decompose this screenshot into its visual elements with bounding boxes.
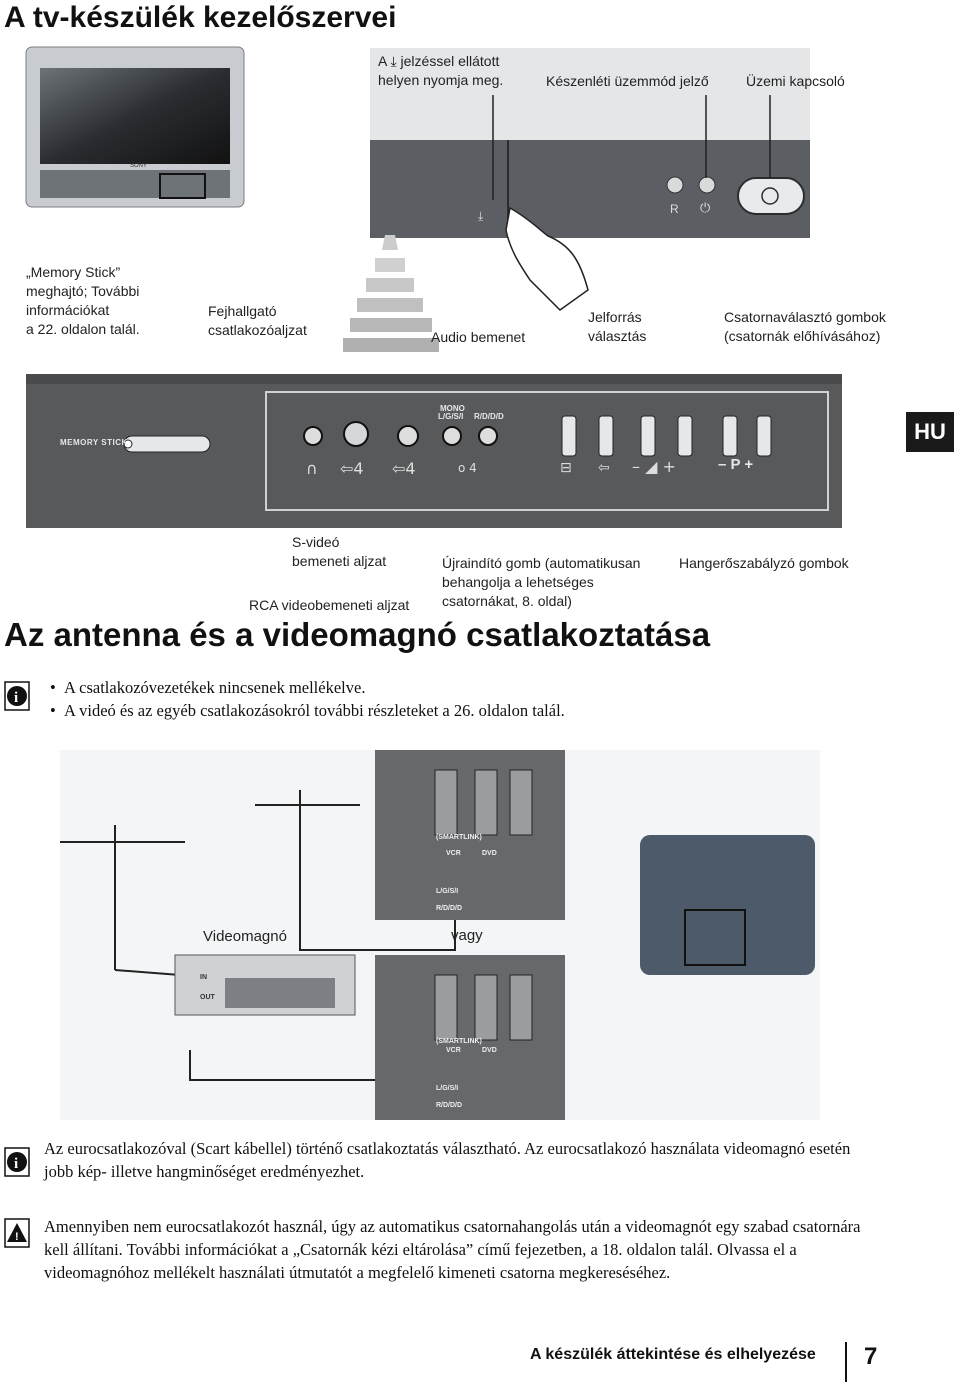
footer-chapter: A készülék áttekintése és elhelyezése [530, 1346, 816, 1363]
control-panel-illustration: ∩ ⇦4 ⇦4 o 4 ⊟ ⇦ – ◢ + [26, 374, 842, 528]
note-item: A videó és az egyéb csatlakozásokról tov… [46, 699, 806, 722]
label-smartlink-bottom: (SMARTLINK) [436, 1038, 482, 1045]
label-volume-buttons: Hangerőszabályzó gombok [679, 555, 849, 571]
panel-rddd-label: R/D/D/D [474, 412, 504, 421]
svg-text:– ◢ +: – ◢ + [632, 457, 676, 476]
footer-divider [845, 1342, 847, 1382]
svg-text:⏻: ⏻ [700, 201, 710, 216]
info-text: Az eurocsatlakozóval (Scart kábellel) tö… [44, 1139, 851, 1181]
panel-program-label: – P + [718, 456, 754, 473]
label-standby-indicator: Készenléti üzemmód jelző [546, 73, 709, 89]
page-title: A tv-készülék kezelőszervei [4, 1, 397, 34]
label-audio-in: Audio bemenet [431, 329, 526, 345]
label-videomagno: Videomagnó [203, 928, 287, 945]
label-vcr-bottom: VCR [446, 1047, 461, 1054]
control-panel-figure: ∩ ⇦4 ⇦4 o 4 ⊟ ⇦ – ◢ + [26, 374, 842, 528]
notes-list: A csatlakozóvezetékek nincsenek mellékel… [46, 676, 806, 722]
panel-mono-label: MONO [440, 404, 465, 413]
svg-text:⇦: ⇦ [598, 460, 610, 476]
svg-text:o 4: o 4 [458, 461, 477, 475]
antenna-vcr-diagram [60, 750, 820, 1120]
label-lgsi-top: L/G/S/I [436, 888, 459, 895]
label-vcr-top: VCR [446, 850, 461, 857]
label-channel-buttons: Csatornaválasztó gombok(csatornák előhív… [724, 309, 886, 344]
warning-icon: ! [4, 1218, 30, 1248]
svg-text:i: i [14, 1156, 18, 1172]
note-item: A csatlakozóvezetékek nincsenek mellékel… [46, 676, 806, 699]
label-rddd-bottom: R/D/D/D [436, 1102, 463, 1109]
label-vagy: vagy [451, 927, 483, 944]
label-lgsi-bottom: L/G/S/I [436, 1085, 459, 1092]
page-number: 7 [864, 1343, 878, 1370]
tv-front-illustration: SONY ⤓ R ⏻ [25, 46, 810, 352]
info-icon: i [4, 1147, 30, 1177]
label-dvd-bottom: DVD [482, 1047, 497, 1054]
info-icon: i [4, 681, 30, 711]
label-smartlink-top: (SMARTLINK) [436, 834, 482, 841]
section-title: Az antenna és a videomagnó csatlakoztatá… [4, 616, 711, 653]
label-memory-stick: „Memory Stick”meghajtó; További informác… [26, 264, 140, 337]
svg-text:SONY: SONY [130, 163, 147, 169]
label-vcr-out: OUT [200, 994, 215, 1001]
tv-front-figure: SONY ⤓ R ⏻ [0, 40, 960, 370]
svg-text:⊟: ⊟ [560, 460, 572, 476]
memory-stick-logo: MEMORY STICK [60, 438, 128, 447]
label-rca-video: RCA videobemeneti aljzat [249, 597, 410, 613]
svg-text:i: i [14, 690, 18, 706]
svg-text:R: R [670, 202, 679, 216]
svg-text:⇦4: ⇦4 [392, 459, 416, 478]
svg-text:⤓: ⤓ [478, 209, 484, 223]
language-badge: HU [906, 412, 954, 452]
label-dvd-top: DVD [482, 850, 497, 857]
panel-lgsi-label: L/G/S/I [438, 412, 464, 421]
label-rddd-top: R/D/D/D [436, 905, 463, 912]
label-power-switch: Üzemi kapcsoló [746, 73, 845, 89]
connection-diagram [60, 750, 820, 1120]
svg-text:⇦4: ⇦4 [340, 459, 364, 478]
svg-text:!: ! [15, 1231, 19, 1243]
svg-text:∩: ∩ [306, 459, 318, 478]
label-vcr-in: IN [200, 974, 207, 981]
warning-text: Amennyiben nem eurocsatlakozót használ, … [44, 1217, 861, 1282]
